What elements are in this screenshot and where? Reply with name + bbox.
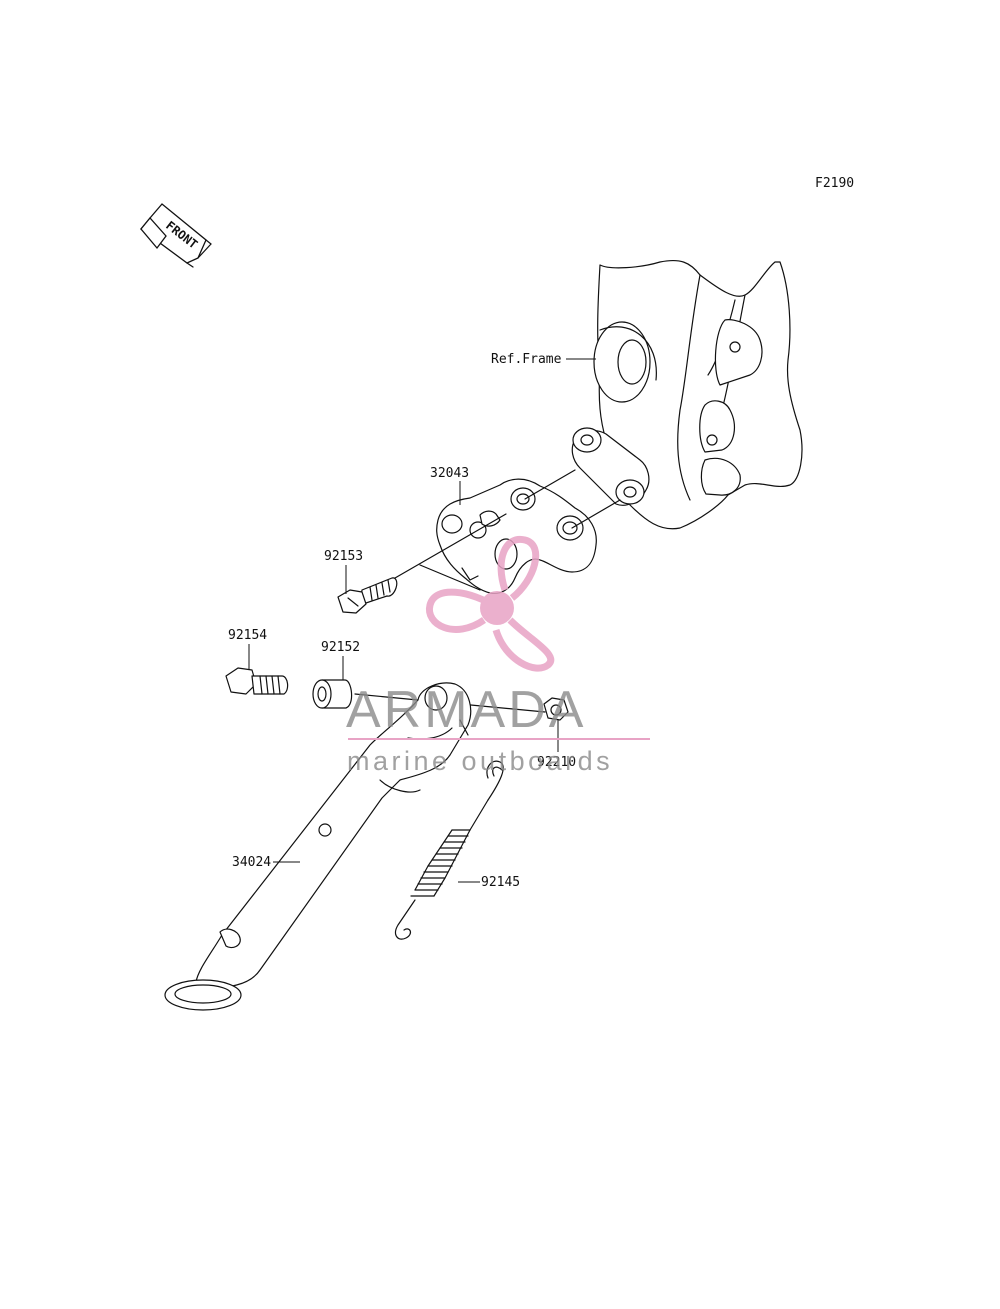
bolt-92154 [225, 667, 289, 695]
watermark-tagline: marine outboards [347, 746, 613, 776]
watermark-brand: ARMADA [346, 681, 586, 739]
label-32043: 32043 [430, 466, 469, 481]
label-92152: 92152 [321, 640, 360, 655]
ref-frame-label: Ref.Frame [491, 352, 562, 367]
side-stand-34024 [164, 682, 472, 1011]
collar-92152 [312, 679, 353, 709]
diagram-code: F2190 [815, 176, 854, 191]
frame-illustration [571, 259, 803, 530]
propeller-logo-icon [426, 535, 555, 672]
label-92153: 92153 [324, 549, 363, 564]
label-92145: 92145 [481, 875, 520, 890]
bolt-92153 [337, 577, 398, 614]
label-92210: 92210 [537, 755, 576, 770]
front-arrow-icon: FRONT [140, 203, 212, 268]
spring-92145 [394, 760, 504, 940]
label-34024: 34024 [232, 855, 271, 870]
label-92154: 92154 [228, 628, 267, 643]
nut-92210 [543, 697, 569, 721]
